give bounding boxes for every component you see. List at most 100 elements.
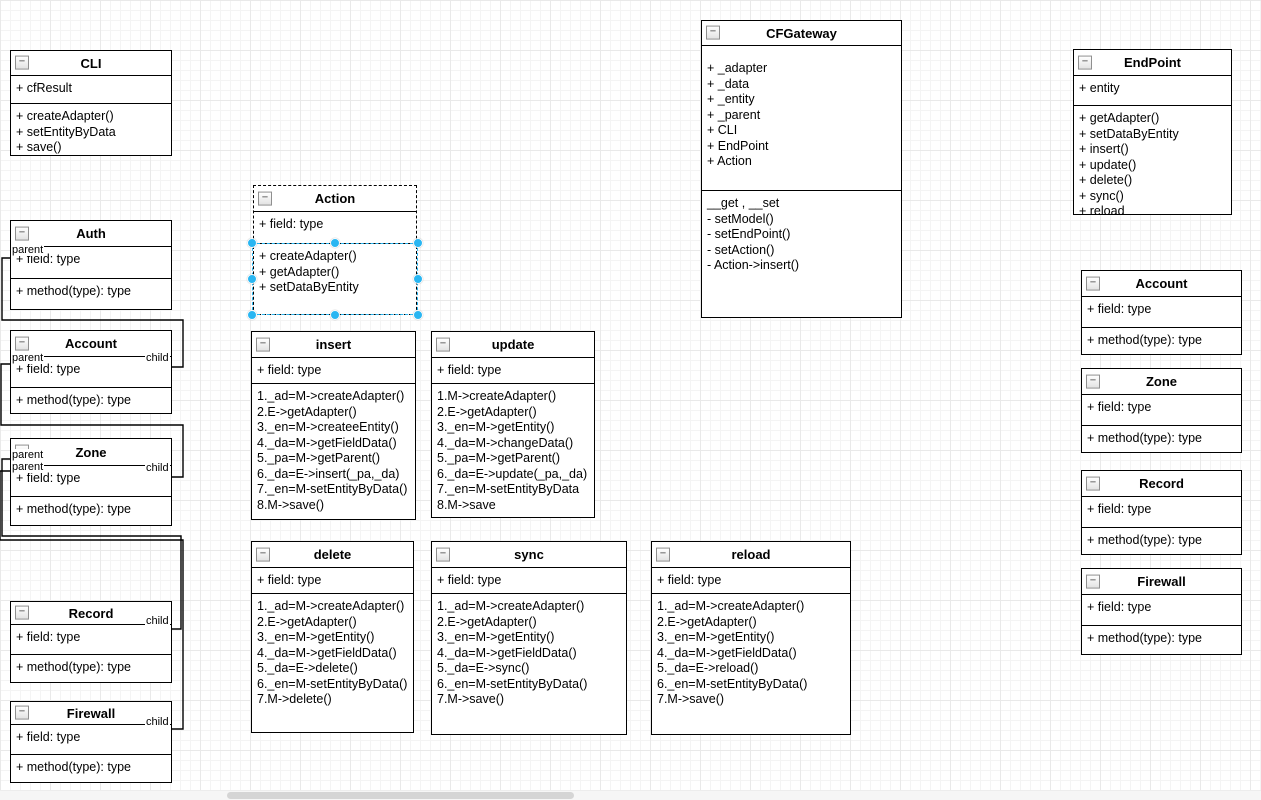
class-account-14[interactable]: −Account+ field: type+ method(type): typ… [1081, 270, 1242, 355]
method-line: + method(type): type [16, 760, 131, 774]
horizontal-scrollbar-thumb[interactable] [227, 792, 574, 799]
methods-compartment: 1.M->createAdapter()2.E->getAdapter()3._… [432, 384, 594, 517]
method-line: + method(type): type [16, 284, 131, 298]
method-line: __get , __set [707, 196, 780, 210]
class-firewall-17[interactable]: −Firewall+ field: type+ method(type): ty… [1081, 568, 1242, 655]
collapse-icon[interactable]: − [1086, 574, 1100, 589]
class-endpoint-13[interactable]: −EndPoint+ entity+ getAdapter()+ setData… [1073, 49, 1232, 215]
selection-handle[interactable] [247, 238, 257, 248]
methods-compartment: 1._ad=M->createAdapter()2.E->getAdapter(… [252, 594, 413, 732]
methods-compartment: + getAdapter()+ setDataByEntity+ insert(… [1074, 106, 1231, 214]
field-line: + _parent [707, 107, 761, 122]
collapse-icon[interactable]: − [1078, 55, 1092, 70]
selection-handle[interactable] [330, 238, 340, 248]
class-name: Record [1139, 476, 1184, 491]
edge-label-child-2: child [145, 352, 170, 364]
method-line: + setEntityByData [16, 124, 116, 139]
methods-compartment: __get , __set- setModel()- setEndPoint()… [702, 191, 901, 317]
method-line: 2.E->getAdapter() [437, 614, 537, 629]
collapse-icon[interactable]: − [258, 191, 272, 206]
class-name: Action [314, 191, 356, 206]
method-line: 4._da=M->getFieldData() [437, 645, 577, 660]
class-action-6[interactable]: −Action+ field: type+ createAdapter()+ g… [253, 185, 417, 315]
field-line: + field: type [16, 730, 81, 744]
class-record-16[interactable]: −Record+ field: type+ method(type): type [1081, 470, 1242, 555]
selection-handle[interactable] [247, 310, 257, 320]
fields-compartment: + field: type [252, 358, 415, 384]
fields-compartment: + field: type [11, 466, 171, 497]
class-title-bar: −reload [652, 542, 850, 568]
methods-compartment: + method(type): type [1082, 328, 1241, 354]
selection-handle[interactable] [413, 274, 423, 284]
class-cfgateway-12[interactable]: −CFGateway+ _adapter+ _data+ _entity+ _p… [701, 20, 902, 318]
method-line: 1.M->createAdapter() [437, 389, 557, 403]
edge-zone-firewall[interactable] [0, 470, 184, 730]
field-line: + field: type [257, 363, 322, 377]
methods-compartment: 1._ad=M->createAdapter()2.E->getAdapter(… [432, 594, 626, 734]
method-line: 5._da=E->reload() [657, 661, 759, 675]
method-line: 7.M->save() [437, 692, 505, 706]
method-line: + setDataByEntity [259, 280, 359, 294]
class-zone-3[interactable]: −Zone+ field: type+ method(type): type [10, 438, 172, 526]
method-line: 1._ad=M->createAdapter() [657, 599, 805, 613]
class-title-bar: −CFGateway [702, 21, 901, 46]
collapse-icon[interactable]: − [256, 547, 270, 562]
class-account-2[interactable]: −Account+ field: type+ method(type): typ… [10, 330, 172, 414]
class-auth-1[interactable]: −Auth+ field: type+ method(type): type [10, 220, 172, 310]
edge-label-parent-0: parent [11, 244, 45, 256]
collapse-icon[interactable]: − [15, 336, 29, 351]
method-line: + method(type): type [1087, 631, 1202, 645]
method-line: + sync() [1079, 188, 1124, 203]
collapse-icon[interactable]: − [15, 605, 29, 620]
method-line: 4._da=M->getFieldData() [657, 645, 797, 660]
fields-compartment: + _adapter+ _data+ _entity+ _parent+ CLI… [702, 46, 901, 191]
selection-handle[interactable] [247, 274, 257, 284]
selection-handle[interactable] [413, 310, 423, 320]
selection-handle[interactable] [330, 310, 340, 320]
fields-compartment: + field: type [652, 568, 850, 594]
fields-compartment: + field: type [1082, 497, 1241, 528]
edge-zone-record[interactable] [1, 458, 182, 630]
class-firewall-5[interactable]: −Firewall+ field: type+ method(type): ty… [10, 701, 172, 783]
edge-account-zone[interactable] [0, 363, 184, 478]
class-title-bar: −CLI [11, 51, 171, 76]
class-zone-15[interactable]: −Zone+ field: type+ method(type): type [1081, 368, 1242, 453]
method-line: 3._en=M->getEntity() [657, 630, 775, 644]
collapse-icon[interactable]: − [1086, 476, 1100, 491]
class-name: Firewall [1137, 574, 1186, 589]
class-title-bar: −Account [11, 331, 171, 357]
method-line: 2.E->getAdapter() [657, 614, 757, 629]
field-line: + Action [707, 154, 752, 168]
collapse-icon[interactable]: − [656, 547, 670, 562]
method-line: 7.M->delete() [257, 692, 332, 706]
collapse-icon[interactable]: − [436, 337, 450, 352]
collapse-icon[interactable]: − [1086, 276, 1100, 291]
methods-compartment: + method(type): type [11, 279, 171, 309]
methods-compartment: 1._ad=M->createAdapter()2.E->getAdapter(… [652, 594, 850, 734]
edge-label-parent-1: parent [11, 352, 45, 364]
class-cli-0[interactable]: −CLI+ cfResult+ createAdapter()+ setEnti… [10, 50, 172, 156]
class-record-4[interactable]: −Record+ field: type+ method(type): type [10, 601, 172, 683]
method-line: + delete() [1079, 173, 1133, 187]
collapse-icon[interactable]: − [256, 337, 270, 352]
horizontal-scrollbar[interactable] [0, 790, 1261, 800]
method-line: 1._ad=M->createAdapter() [257, 389, 405, 403]
collapse-icon[interactable]: − [436, 547, 450, 562]
collapse-icon[interactable]: − [1086, 374, 1100, 389]
edge-auth-account[interactable] [1, 257, 184, 368]
collapse-icon[interactable]: − [706, 25, 720, 40]
selection-handle[interactable] [413, 238, 423, 248]
field-line: + field: type [1087, 502, 1152, 516]
collapse-icon[interactable]: − [15, 226, 29, 241]
collapse-icon[interactable]: − [15, 55, 29, 70]
field-line: + _data [707, 76, 750, 91]
method-line: 5._da=E->sync() [437, 661, 530, 675]
method-line: 3._en=M->getEntity() [437, 420, 555, 434]
collapse-icon[interactable]: − [15, 705, 29, 720]
